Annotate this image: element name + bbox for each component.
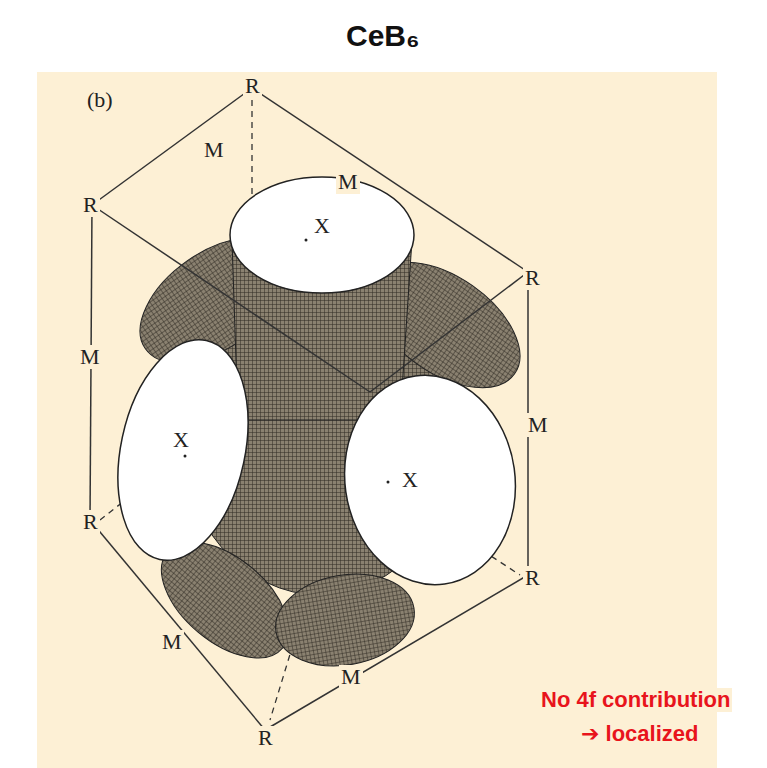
point-label: M [202,138,226,162]
panel-ground [37,72,717,768]
point-label: R [243,74,262,98]
point-label: R [256,726,275,750]
x-point-dots [184,239,390,484]
note-text: No 4f contribution [539,688,732,712]
panel-letter: (b) [85,88,115,112]
x-point-sections [99,177,529,596]
point-label: M [339,665,363,689]
point-label: X [312,214,332,238]
point-label: R [523,266,542,290]
point-label: M [78,345,102,369]
point-label: X [171,428,191,452]
note-text: ➔ localized [579,722,700,746]
cube-edges [90,88,528,730]
figure-title: CeB₆ [346,19,420,53]
point-label: M [526,413,550,437]
point-label: X [400,468,420,492]
point-label: R [81,193,100,217]
point-label: R [523,566,542,590]
point-label: R [81,510,100,534]
point-label: M [160,630,184,654]
point-label: M [336,170,360,194]
